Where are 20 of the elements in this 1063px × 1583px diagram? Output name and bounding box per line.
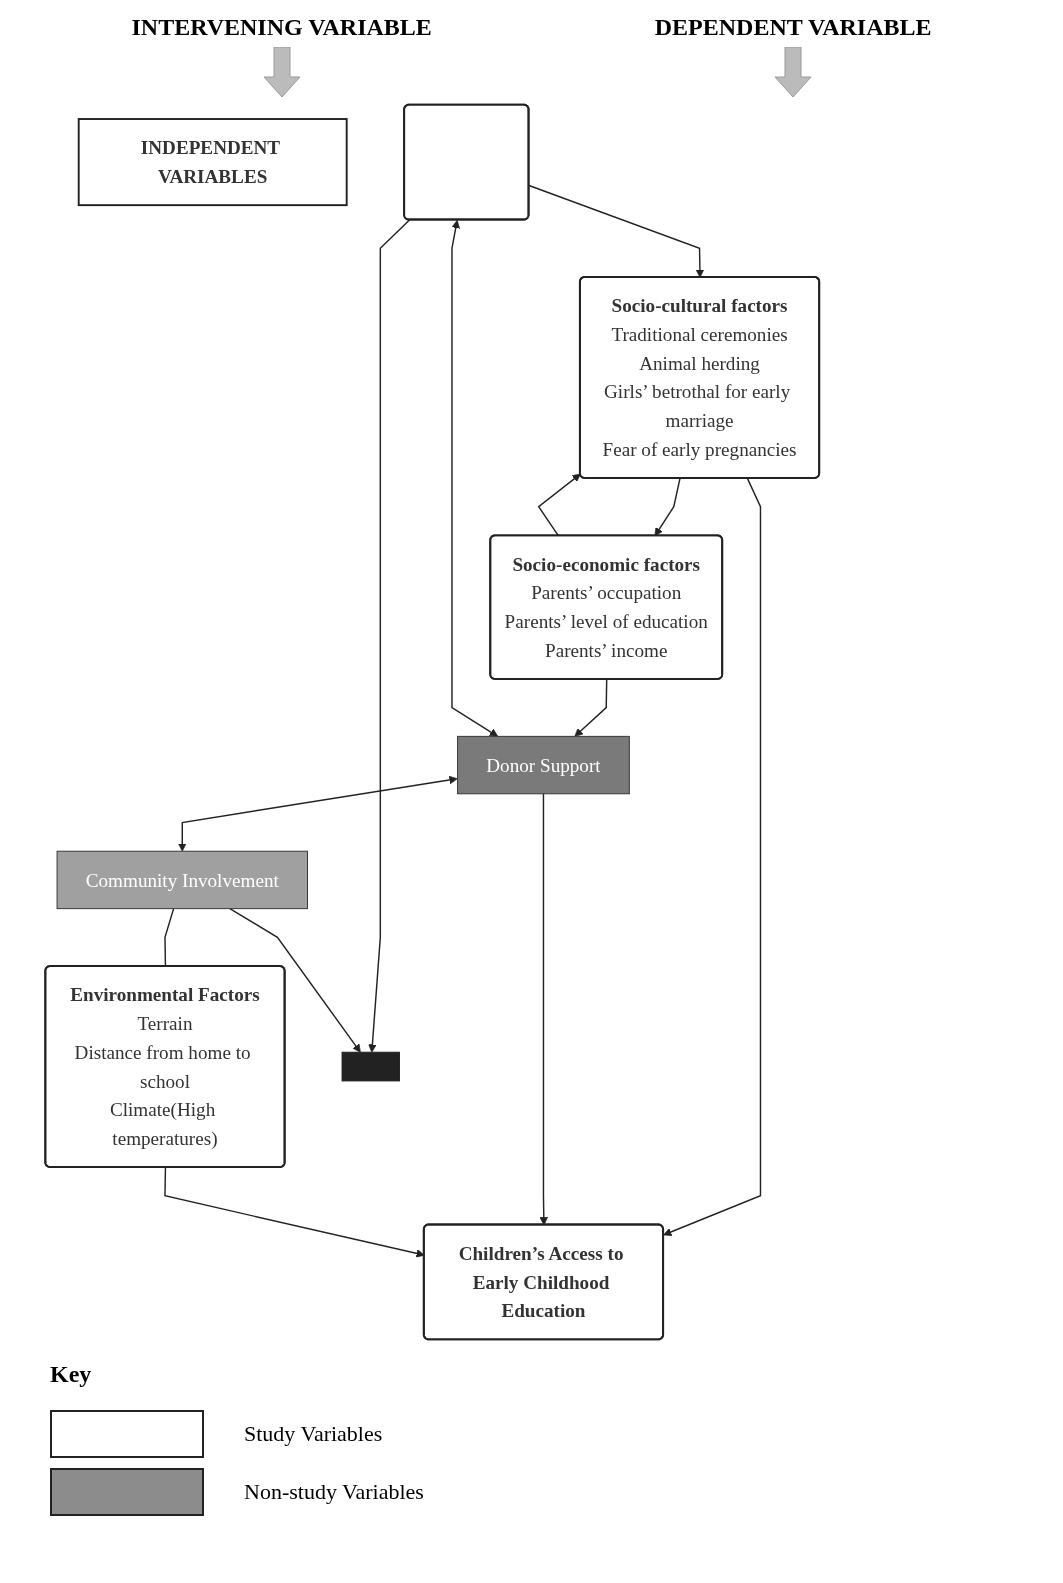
column-heading: DEPENDENT VARIABLE: [654, 14, 932, 41]
node-box: Community Involvement: [56, 850, 308, 910]
arrow: [178, 775, 458, 852]
legend-label: Non-study Variables: [244, 1479, 424, 1505]
node-box: Donor Support: [457, 735, 630, 795]
legend-label: Study Variables: [244, 1421, 383, 1447]
arrow: [574, 678, 608, 737]
column-heading: INTERVENING VARIABLE: [131, 14, 432, 41]
key-heading: Key: [50, 1361, 92, 1388]
arrow: [528, 184, 705, 278]
arrow: [229, 907, 361, 1053]
arrow: [654, 477, 681, 537]
arrow: [537, 473, 581, 537]
node-box: INDEPENDENT VARIABLES: [77, 118, 348, 207]
arrow: [451, 220, 499, 737]
connector: [164, 907, 175, 968]
arrow: [539, 793, 548, 1226]
node-bar: [341, 1051, 400, 1082]
arrow: [663, 477, 762, 1236]
arrow: [368, 219, 411, 1053]
